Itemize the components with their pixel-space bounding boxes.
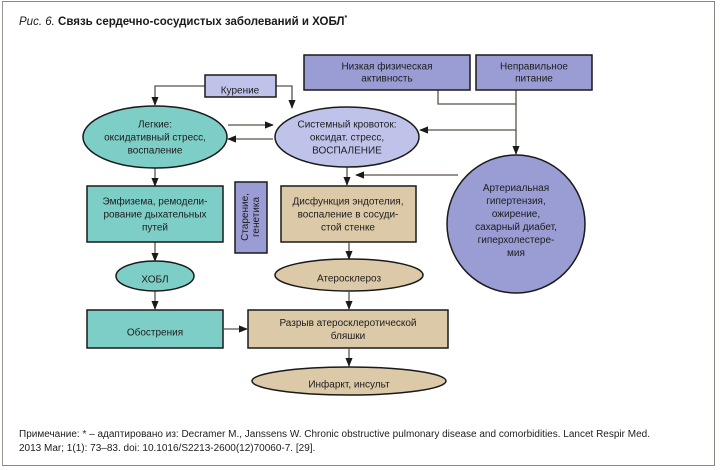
node-infarction xyxy=(251,366,447,396)
label-line: генетика xyxy=(251,197,262,238)
label-line: ВОСПАЛЕНИЕ xyxy=(312,146,382,157)
label-endothelium: Дисфункция эндотелия, воспаление в сосуди… xyxy=(293,196,404,234)
label-lungs: Легкие: оксидативный стресс, воспаление xyxy=(104,120,206,157)
label-infarction: Инфаркт, инсульт xyxy=(308,379,390,391)
node-low-activity xyxy=(303,54,471,91)
label-line: Старение, xyxy=(240,193,251,241)
label-line: питание xyxy=(515,74,553,85)
label-exacerbations: Обострения xyxy=(127,327,183,339)
connector-lifestyle-merge xyxy=(437,90,517,105)
label-line: Инфаркт, инсульт xyxy=(308,379,390,391)
label-line: бляшки xyxy=(331,330,366,342)
label-line: Низкая физическая xyxy=(341,61,432,73)
arrow-smoking-to-systemic xyxy=(276,85,296,109)
label-copd: ХОБЛ xyxy=(141,275,168,286)
label-atherosclerosis: Атеросклероз xyxy=(317,274,381,285)
label-line: сахарный диабет, xyxy=(475,221,557,233)
node-smoking xyxy=(204,74,277,98)
node-endothelium xyxy=(280,185,417,243)
node-emphysema xyxy=(86,185,224,243)
label-systemic: Системный кровоток: оксидат. стресс, ВОСПА… xyxy=(297,120,396,157)
node-plaque-rupture xyxy=(247,309,449,349)
label-line: Артериальная xyxy=(483,183,549,194)
label-aging: Старение,генетика xyxy=(240,193,262,241)
figure-note: Примечание: * – адаптировано из: Decrame… xyxy=(19,428,709,456)
figure-title: Рис. 6. Связь сердечно-сосудистых заболе… xyxy=(19,15,347,28)
node-risk-factors xyxy=(446,154,586,294)
footnote-mark: * xyxy=(344,15,348,22)
label-line: Разрыв атеросклеротической xyxy=(279,318,416,329)
node-aging xyxy=(234,181,268,254)
label-line: активность xyxy=(361,74,412,85)
arrow-lifestyle-to-systemic xyxy=(419,104,517,134)
label-line: стой стенке xyxy=(321,223,375,234)
node-lungs xyxy=(82,105,228,169)
label-line: Атеросклероз xyxy=(317,274,381,285)
figure-title-text: Связь сердечно-сосудистых заболеваний и … xyxy=(58,15,345,28)
label-smoking: Курение xyxy=(221,86,260,97)
label-line: Неправильное xyxy=(500,62,568,73)
figure-frame xyxy=(2,1,715,466)
note-line-1: Примечание: * – адаптировано из: Decrame… xyxy=(19,429,650,440)
node-systemic xyxy=(274,106,420,168)
label-risk-factors: Артериальная гипертензия, ожирение,сахарны… xyxy=(475,183,557,259)
label-line: воспаление xyxy=(128,146,183,157)
label-line: Системный кровоток: xyxy=(297,120,396,131)
label-line: ожирение, xyxy=(492,209,540,220)
figure-label: Рис. 6. xyxy=(19,15,55,28)
label-line: Обострения xyxy=(127,327,183,339)
note-line-2: 2013 Mar; 1(1): 73–83. doi: 10.1016/S221… xyxy=(19,443,316,454)
label-line: Курение xyxy=(221,86,260,97)
label-line: путей xyxy=(142,223,168,234)
label-line: Эмфизема, ремодели- xyxy=(103,196,208,208)
label-line: рование дыхательных xyxy=(103,210,206,221)
label-line: оксидативный стресс, xyxy=(104,133,206,144)
node-exacerbations xyxy=(86,309,224,349)
label-line: гипертензия, xyxy=(486,196,545,207)
label-line: ХОБЛ xyxy=(141,275,168,286)
label-line: Легкие: xyxy=(138,120,172,131)
node-poor-diet xyxy=(475,54,593,91)
label-line: воспаление в сосуди- xyxy=(298,210,399,221)
label-line: оксидат. стресс, xyxy=(310,133,384,144)
arrow-smoking-to-lungs xyxy=(151,85,205,106)
node-atherosclerosis xyxy=(274,258,424,292)
label-emphysema: Эмфизема, ремодели-рование дыхательных пу… xyxy=(103,196,208,234)
label-line: Дисфункция эндотелия, xyxy=(293,196,404,208)
label-line: гиперхолестере- xyxy=(478,235,555,246)
node-copd xyxy=(115,260,195,292)
label-line: мия xyxy=(507,248,525,259)
